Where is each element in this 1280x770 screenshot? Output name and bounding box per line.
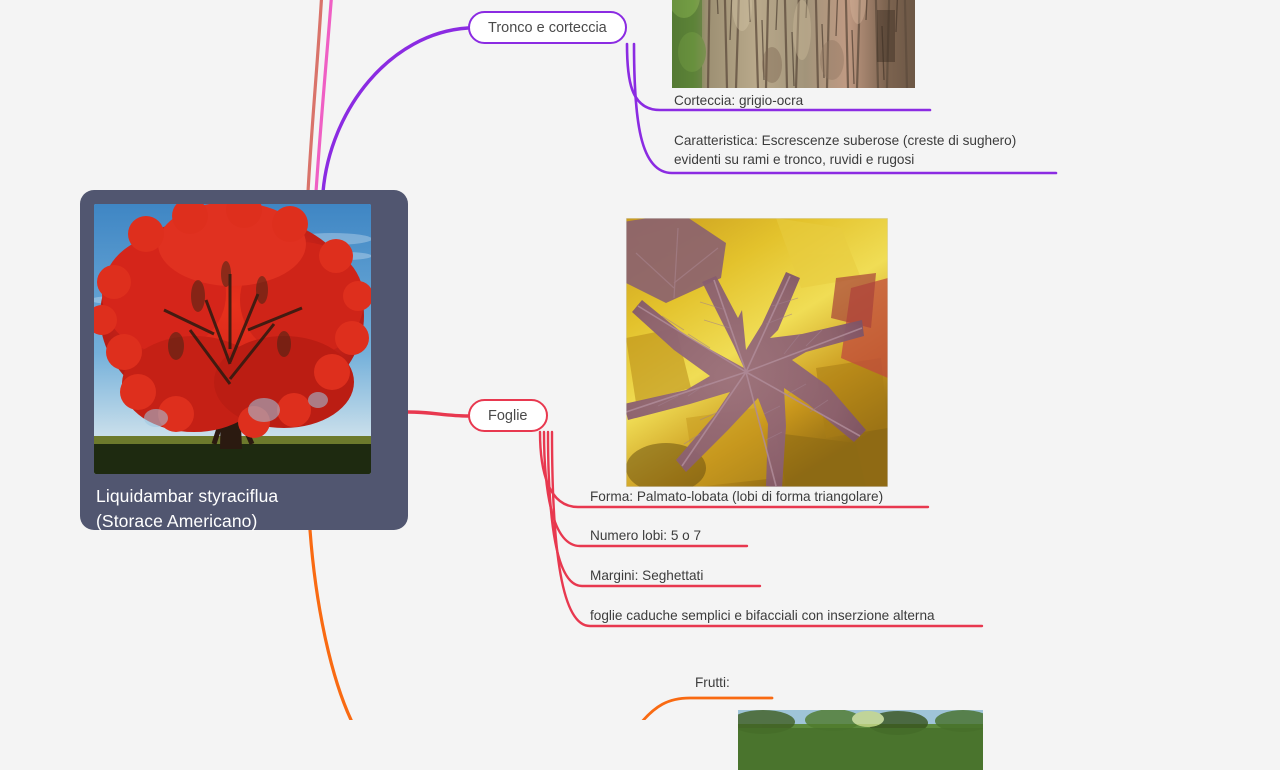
tree-bark-photo [672,0,915,88]
leaf-branch-wire [406,410,470,418]
fruit-photo [738,710,983,770]
subitem-forma: Forma: Palmato-lobata (lobi di forma tri… [590,489,884,504]
branch-node-foglie[interactable]: Foglie [468,399,548,432]
subitem-numero-lobi: Numero lobi: 5 o 7 [590,528,702,543]
subitem-foglie-caduche: foglie caduche semplici e bifacciali con… [590,608,935,623]
subitem-margini: Margini: Seghettati [590,568,704,583]
branch-node-tronco-e-corteccia[interactable]: Tronco e corteccia [468,11,627,44]
subitem-caratteristica: Caratteristica: Escrescenze suberose (cr… [674,133,1017,167]
red-autumn-tree-photo [94,204,371,474]
salmon-branch-wire [306,0,324,194]
trunk-branch-wire [321,26,470,194]
autumn-leaf-photo [626,218,888,487]
subitem-corteccia: Corteccia: grigio-ocra [674,93,804,108]
branch-label-frutti: Frutti: [695,675,730,690]
root-node-title: Liquidambar styraciflua (Storace America… [96,486,279,531]
mindmap-canvas: Tronco e corteccia Corteccia: grigio-ocr… [80,0,1058,770]
pink-branch-wire [314,0,333,194]
root-node[interactable]: Liquidambar styraciflua (Storace America… [80,190,408,531]
fruit-branch-wire [308,528,353,720]
branch-label-foglie: Foglie [488,407,528,424]
branch-label-tronco: Tronco e corteccia [488,19,607,36]
